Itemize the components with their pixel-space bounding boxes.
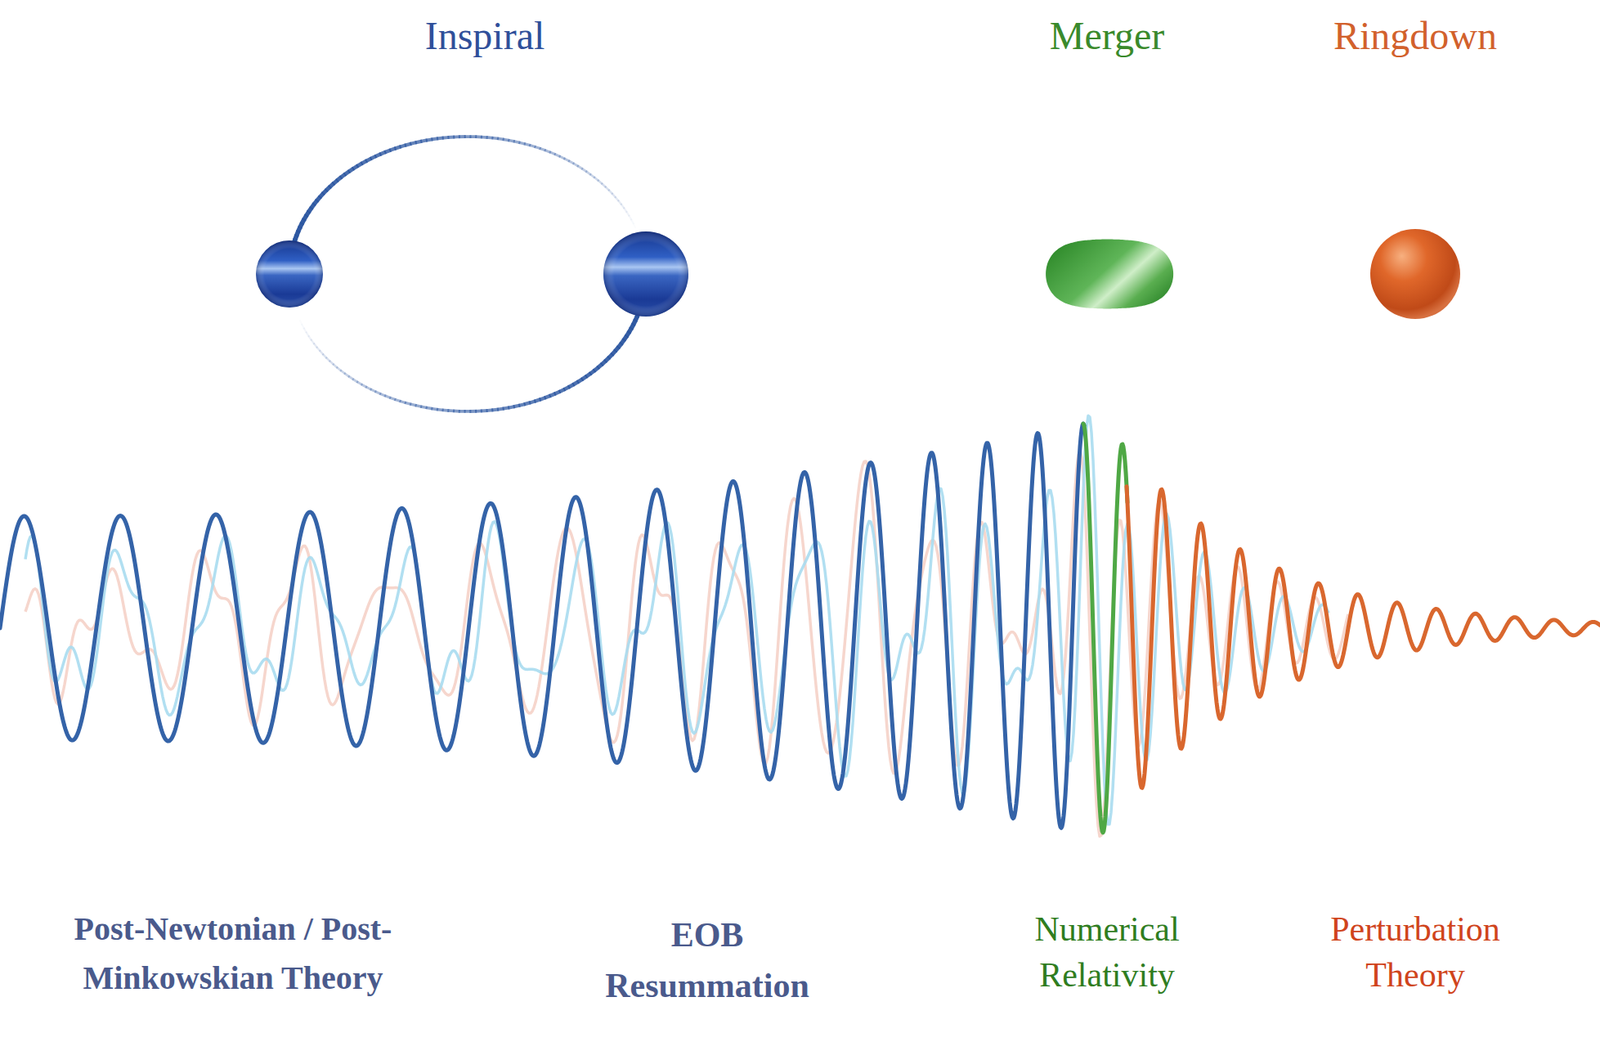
remnant-black-hole bbox=[1370, 228, 1461, 319]
phase-label: Inspiral bbox=[354, 11, 616, 61]
phase-label: Ringdown bbox=[1284, 11, 1547, 61]
black-hole bbox=[255, 240, 323, 308]
orbit-trail bbox=[300, 319, 303, 325]
inspiral-wave bbox=[0, 423, 1085, 828]
waveform bbox=[0, 423, 1600, 833]
noise-traces bbox=[25, 415, 1349, 836]
method-label: EOB Resummation bbox=[588, 909, 826, 1011]
orbit bbox=[289, 136, 646, 412]
method-label: Post-Newtonian / Post-Minkowskian Theory bbox=[69, 904, 397, 1003]
merger-wave bbox=[1083, 423, 1128, 833]
black-hole-shade bbox=[255, 240, 323, 308]
phase-label: Merger bbox=[976, 11, 1238, 61]
method-label: Perturbation Theory bbox=[1292, 905, 1538, 998]
black-hole bbox=[603, 231, 689, 317]
ringdown-wave bbox=[1126, 486, 1600, 789]
black-hole-shade bbox=[603, 231, 689, 317]
orbit-trail bbox=[632, 223, 636, 229]
method-label: Numerical Relativity bbox=[1000, 905, 1214, 998]
merging-black-holes bbox=[1045, 239, 1174, 310]
